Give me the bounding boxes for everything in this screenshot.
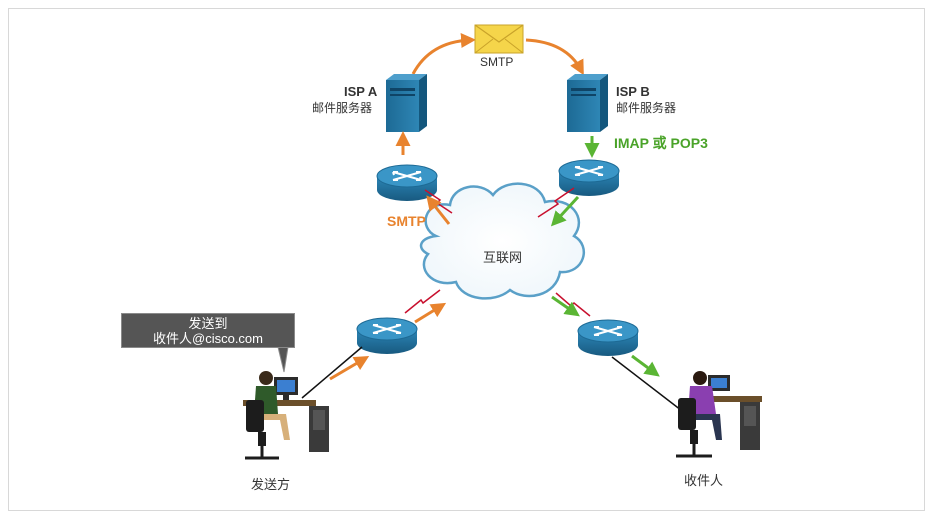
serial-link-bottom-left (404, 289, 441, 314)
router-icon (376, 164, 438, 201)
ethernet-link-recipient (611, 356, 691, 418)
server-icon (386, 74, 427, 132)
callout-line-2: 收件人@cisco.com (153, 331, 263, 346)
smtp-top-label: SMTP (480, 55, 514, 69)
sender-label: 发送方 (251, 477, 291, 492)
router-icon (577, 319, 639, 356)
callout-line-1: 发送到 (188, 316, 228, 331)
green-down-arrow-top (550, 195, 580, 227)
smtp-arc-left-arrow (411, 32, 476, 75)
isp-b-subtitle: 邮件服务器 (616, 101, 677, 115)
isp-a-title: ISP A (344, 84, 378, 99)
serial-link-top-right (537, 187, 575, 218)
smtp-left-label: SMTP (387, 213, 426, 229)
smtp-arc-right-arrow (525, 38, 584, 76)
server-icon (567, 74, 608, 132)
smtp-up-arrow (426, 195, 451, 225)
callout-pointer (277, 346, 289, 373)
isp-a-subtitle: 邮件服务器 (312, 101, 373, 115)
cloud-icon (419, 182, 585, 300)
internet-label: 互联网 (483, 250, 523, 265)
orange-arrow-to-cloud (414, 302, 447, 324)
router-icon (356, 317, 418, 354)
imap-pop3-label: IMAP 或 POP3 (614, 135, 708, 151)
person-at-desk-icon (676, 371, 762, 458)
orange-arrow-sender (329, 355, 370, 381)
router-icon (558, 159, 620, 196)
green-arrow-from-cloud (551, 295, 580, 317)
green-arrow-recipient (631, 354, 660, 377)
recipient-label: 收件人 (684, 473, 724, 488)
envelope-icon (474, 24, 524, 54)
isp-b-title: ISP B (616, 84, 650, 99)
ethernet-link-sender (301, 346, 363, 399)
send-to-callout: 发送到 收件人@cisco.com (121, 313, 295, 348)
person-at-desk-icon (243, 371, 329, 460)
